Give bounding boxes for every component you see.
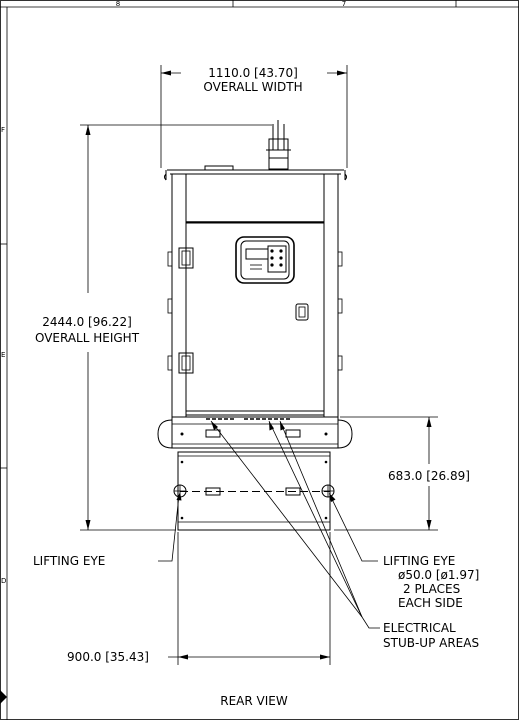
zone-col-8: 8 [116, 0, 120, 8]
lifting-eye-right-places: 2 PLACES [403, 582, 460, 596]
lifting-eye-right-diameter: ø50.0 [ø1.97] [398, 568, 479, 582]
lifting-eye-right-each-side: EACH SIDE [398, 596, 463, 610]
base-width-value: 900.0 [35.43] [67, 650, 149, 664]
zone-row-d: D [1, 577, 6, 585]
door-latch-icon [295, 303, 309, 321]
lifting-eye-right-leader [329, 493, 378, 562]
control-panel [235, 236, 295, 284]
zone-row-f: F [1, 126, 5, 134]
electrical-label-line1: ELECTRICAL [383, 621, 456, 635]
lifting-eye-left-label: LIFTING EYE [33, 554, 105, 568]
generator-enclosure [164, 120, 347, 418]
electrical-stubup-leaders [210, 420, 380, 629]
overall-width-value: 1110.0 [43.70] [208, 66, 298, 80]
base-skid [157, 416, 353, 531]
overall-height-label: OVERALL HEIGHT [35, 331, 140, 345]
electrical-label-line2: STUB-UP AREAS [383, 636, 479, 650]
lifting-eye-right-title: LIFTING EYE [383, 554, 455, 568]
lifting-eye-left-leader [158, 492, 182, 562]
base-width-dimension [168, 532, 331, 665]
overall-width-dimension [160, 65, 348, 168]
view-title: REAR VIEW [220, 694, 288, 708]
base-height-value: 683.0 [26.89] [388, 469, 470, 483]
zone-col-7: 7 [342, 0, 346, 8]
lifting-eye-right-icon [321, 484, 335, 498]
base-height-dimension [334, 416, 438, 531]
zone-row-e: E [1, 351, 5, 359]
centering-arrow-icon [0, 690, 7, 704]
overall-height-dimension [80, 124, 272, 531]
overall-width-label: OVERALL WIDTH [203, 80, 302, 94]
overall-height-value: 2444.0 [96.22] [42, 315, 132, 329]
